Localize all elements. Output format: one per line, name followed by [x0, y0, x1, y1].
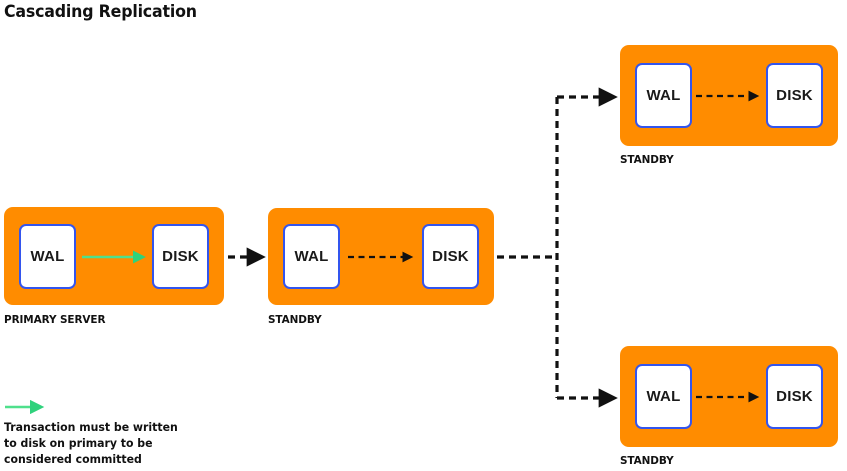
server-standby-mid-inner: WAL DISK [268, 208, 494, 305]
server-primary-inner: WAL DISK [4, 207, 224, 305]
standby-mid-disk-node[interactable]: DISK [422, 224, 479, 289]
server-standby-mid[interactable]: WAL DISK [268, 208, 494, 305]
standby-bottom-wal-node[interactable]: WAL [635, 364, 692, 429]
primary-disk-label: DISK [162, 247, 199, 265]
standby-top-disk-label: DISK [776, 87, 813, 104]
caption-standby-mid: STANDBY [268, 313, 322, 326]
primary-wal-label: WAL [30, 247, 65, 265]
server-standby-bottom-inner: WAL DISK [620, 346, 838, 447]
legend-text: Transaction must be written to disk on p… [4, 420, 178, 466]
caption-standby-bottom: STANDBY [620, 454, 674, 467]
caption-standby-top: STANDBY [620, 153, 674, 166]
page-title: Cascading Replication [4, 2, 197, 22]
server-standby-top[interactable]: WAL DISK [620, 45, 838, 146]
connector-standby-mid-trunk [497, 97, 559, 398]
legend: Transaction must be written to disk on p… [4, 398, 234, 467]
primary-wal-node[interactable]: WAL [19, 223, 76, 289]
caption-primary: PRIMARY SERVER [4, 313, 106, 326]
legend-sync-arrow-icon [4, 398, 48, 415]
standby-mid-wal-label: WAL [294, 248, 329, 265]
standby-mid-wal-node[interactable]: WAL [283, 224, 340, 289]
standby-top-disk-node[interactable]: DISK [766, 63, 823, 128]
server-primary[interactable]: WAL DISK [4, 207, 224, 305]
server-standby-top-inner: WAL DISK [620, 45, 838, 146]
standby-top-wal-node[interactable]: WAL [635, 63, 692, 128]
primary-disk-node[interactable]: DISK [152, 223, 209, 289]
standby-mid-disk-label: DISK [432, 248, 469, 265]
server-standby-bottom[interactable]: WAL DISK [620, 346, 838, 447]
standby-bottom-disk-node[interactable]: DISK [766, 364, 823, 429]
standby-top-wal-label: WAL [646, 87, 681, 104]
standby-bottom-disk-label: DISK [776, 388, 813, 405]
standby-bottom-wal-label: WAL [646, 388, 681, 405]
